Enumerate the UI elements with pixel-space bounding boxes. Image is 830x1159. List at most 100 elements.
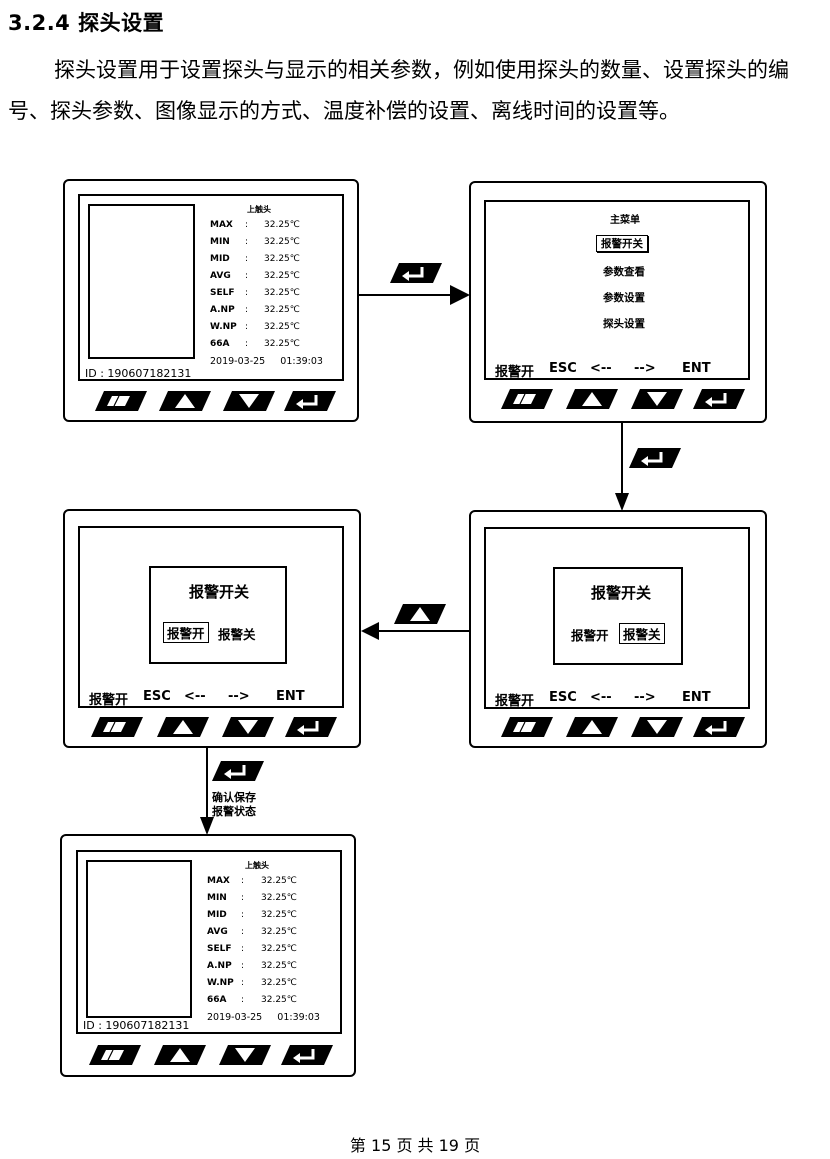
- reading-colon: :: [241, 978, 245, 988]
- back-button[interactable]: [501, 716, 553, 738]
- section-heading: 3.2.4 探头设置: [8, 11, 165, 35]
- reading-label: MID: [210, 254, 230, 264]
- device-screen: 主菜单 报警开关 参数查看 参数设置 探头设置 报警开 ESC <-- --> …: [484, 200, 750, 380]
- enter-button[interactable]: [693, 716, 745, 738]
- enter-button[interactable]: [281, 1044, 333, 1066]
- down-button[interactable]: [223, 390, 275, 412]
- back-button[interactable]: [91, 716, 143, 738]
- enter-icon: [693, 716, 745, 738]
- reading-value: 32.25℃: [261, 893, 297, 903]
- enter-button[interactable]: [284, 390, 336, 412]
- reading-label: 66A: [210, 339, 230, 349]
- reading-value: 32.25℃: [261, 978, 297, 988]
- enter-icon: [212, 760, 264, 782]
- back-button[interactable]: [89, 1044, 141, 1066]
- up-arrow-icon: [159, 390, 211, 412]
- up-button[interactable]: [154, 1044, 206, 1066]
- reading-value: 32.25℃: [264, 288, 300, 298]
- softkey-alarm-on: 报警开: [495, 694, 535, 709]
- enter-icon: [629, 447, 681, 469]
- up-arrow-icon: [154, 1044, 206, 1066]
- option-alarm-off[interactable]: 报警关: [619, 623, 665, 644]
- device-button-row: [65, 716, 359, 742]
- softkey-enter: ENT: [682, 361, 711, 376]
- down-arrow-icon: [631, 388, 683, 410]
- down-button[interactable]: [222, 716, 274, 738]
- down-button[interactable]: [631, 388, 683, 410]
- up-arrow-icon: [566, 716, 618, 738]
- up-button[interactable]: [159, 390, 211, 412]
- reading-value: 32.25℃: [261, 944, 297, 954]
- up-button[interactable]: [157, 716, 209, 738]
- reading-value: 32.25℃: [264, 237, 300, 247]
- menu-item-alarm-switch[interactable]: 报警开关: [596, 235, 648, 252]
- device-screen: ID : 190607182131 上触头 MAX : 32.25℃ MIN :…: [78, 194, 344, 381]
- reading-colon: :: [245, 271, 249, 281]
- reading-value: 32.25℃: [261, 910, 297, 920]
- reading-value: 32.25℃: [264, 305, 300, 315]
- down-button[interactable]: [631, 716, 683, 738]
- menu-item-probe-settings[interactable]: 探头设置: [603, 318, 645, 330]
- softkey-left: <--: [590, 690, 612, 705]
- enter-icon: [693, 388, 745, 410]
- device-button-row: [65, 390, 357, 416]
- enter-button[interactable]: [285, 716, 337, 738]
- reading-label: MID: [207, 910, 227, 920]
- up-arrow-icon: [157, 716, 209, 738]
- menu-item-param-settings[interactable]: 参数设置: [603, 292, 645, 304]
- softkey-esc: ESC: [143, 689, 171, 704]
- reading-label: 66A: [207, 995, 227, 1005]
- menu-item-param-view[interactable]: 参数查看: [603, 266, 645, 278]
- option-alarm-off[interactable]: 报警关: [218, 627, 256, 642]
- flow-enter-key: [212, 760, 264, 782]
- up-button[interactable]: [566, 716, 618, 738]
- enter-icon: [285, 716, 337, 738]
- device-alarm-off-selected: 报警开关 报警开 报警关 报警开 ESC <-- --> ENT: [469, 510, 767, 748]
- softkey-left: <--: [184, 689, 206, 704]
- reading-label: SELF: [207, 944, 232, 954]
- reading-value: 32.25℃: [264, 271, 300, 281]
- menu-title: 主菜单: [610, 215, 640, 226]
- alarm-dialog: 报警开关 报警开 报警关: [149, 566, 287, 664]
- enter-icon: [284, 390, 336, 412]
- softkey-esc: ESC: [549, 361, 577, 376]
- up-button[interactable]: [566, 388, 618, 410]
- device-button-row: [471, 388, 765, 414]
- readings-title: 上触头: [247, 205, 271, 214]
- flow-note-line1: 确认保存: [212, 791, 256, 804]
- softkey-alarm-on: 报警开: [89, 693, 129, 708]
- reading-datetime: 2019-03-25 01:39:03: [210, 356, 323, 367]
- softkey-enter: ENT: [682, 690, 711, 705]
- reading-label: A.NP: [207, 961, 232, 971]
- reading-label: AVG: [207, 927, 228, 937]
- paragraph-text: 探头设置用于设置探头与显示的相关参数，例如使用探头的数量、设置探头的编号、探头参…: [8, 58, 789, 123]
- back-icon: [501, 388, 553, 410]
- back-button[interactable]: [95, 390, 147, 412]
- flow-arrow-right: [358, 285, 470, 305]
- reading-colon: :: [245, 288, 249, 298]
- flow-enter-key: [390, 262, 442, 284]
- reading-colon: :: [245, 237, 249, 247]
- reading-value: 32.25℃: [261, 876, 297, 886]
- down-arrow-icon: [222, 716, 274, 738]
- reading-colon: :: [245, 339, 249, 349]
- reading-colon: :: [245, 305, 249, 315]
- device-main-menu: 主菜单 报警开关 参数查看 参数设置 探头设置 报警开 ESC <-- --> …: [469, 181, 767, 423]
- option-alarm-on[interactable]: 报警开: [571, 628, 609, 643]
- back-icon: [91, 716, 143, 738]
- enter-button[interactable]: [693, 388, 745, 410]
- alarm-dialog: 报警开关 报警开 报警关: [553, 567, 683, 665]
- alarm-dialog-title: 报警开关: [591, 584, 652, 602]
- device-id: ID : 190607182131: [83, 1019, 190, 1032]
- reading-value: 32.25℃: [264, 339, 300, 349]
- back-icon: [89, 1044, 141, 1066]
- image-display-area: [88, 204, 195, 359]
- down-button[interactable]: [219, 1044, 271, 1066]
- back-button[interactable]: [501, 388, 553, 410]
- reading-value: 32.25℃: [264, 322, 300, 332]
- option-alarm-on[interactable]: 报警开: [163, 622, 209, 643]
- reading-label: W.NP: [210, 322, 237, 332]
- device-screen: 报警开关 报警开 报警关 报警开 ESC <-- --> ENT: [484, 527, 750, 709]
- reading-value: 32.25℃: [264, 220, 300, 230]
- up-arrow-icon: [394, 603, 446, 625]
